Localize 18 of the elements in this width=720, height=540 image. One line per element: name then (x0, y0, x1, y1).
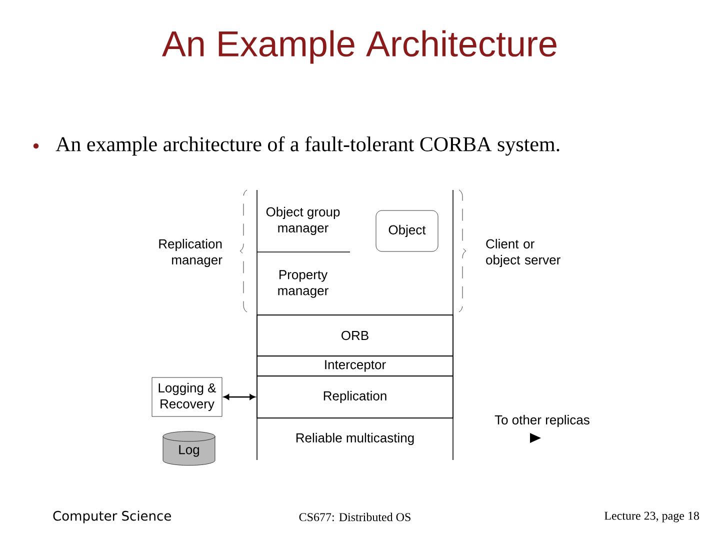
object-box: Object (376, 210, 438, 252)
arrow (224, 394, 256, 400)
footer-text: CS677: Distributed OS (299, 512, 410, 522)
log-cylinder: Log (162, 431, 216, 466)
note-text: To other replicas (494, 414, 590, 428)
stack-layer: Reliable multicasting (296, 432, 414, 446)
process-box: Logging & Recovery (152, 377, 222, 417)
bullet-text: An example architecture of a fault-tolerant CORBA system. (56, 136, 560, 156)
slide-title: An Example Architecture (162, 30, 556, 64)
stack-layer: Replication (256, 376, 454, 418)
stack-layer: Object group manager (266, 206, 340, 236)
department-name: Computer Science (53, 510, 171, 524)
stack-layer: ORB (256, 314, 454, 356)
page-number: Lecture 23, page 18 (604, 512, 700, 522)
stack-layer: Property manager (278, 270, 328, 298)
stack-layer: Interceptor (256, 356, 454, 376)
part-label: Client or object server (486, 238, 560, 268)
part-label: Replication manager (159, 238, 222, 268)
